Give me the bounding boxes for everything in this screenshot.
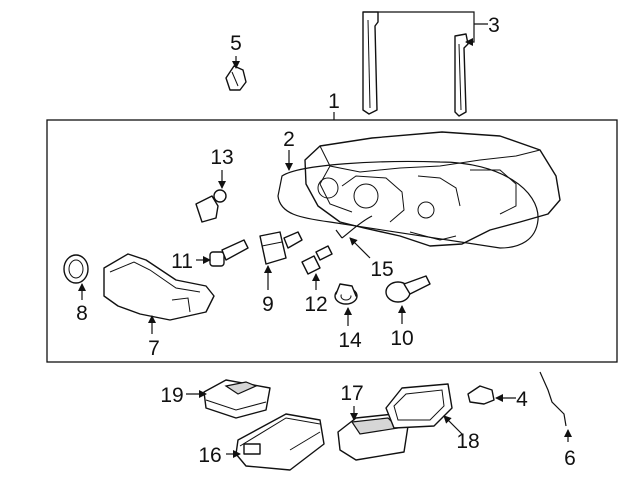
callout-5: 5 xyxy=(230,32,242,55)
lamp-cover[interactable] xyxy=(103,253,215,321)
halogen-bulb[interactable] xyxy=(385,275,431,303)
callout-2: 2 xyxy=(283,128,295,151)
callout-4: 4 xyxy=(516,388,528,411)
bulb-holder[interactable] xyxy=(195,189,227,223)
callout-17: 17 xyxy=(340,382,363,405)
wiring-harness[interactable] xyxy=(335,215,373,239)
callout-11: 11 xyxy=(171,250,193,273)
socket-14[interactable] xyxy=(334,283,358,305)
callout-14: 14 xyxy=(338,329,362,352)
bulb-11[interactable] xyxy=(209,239,249,267)
ring-clip[interactable] xyxy=(63,254,89,284)
callout-7: 7 xyxy=(148,337,160,360)
callout-15: 15 xyxy=(370,258,393,281)
callout-13: 13 xyxy=(210,146,233,169)
assembly-frame xyxy=(46,119,618,363)
ballast-module-16[interactable] xyxy=(235,413,325,471)
callout-9: 9 xyxy=(262,293,274,316)
callout-6: 6 xyxy=(564,447,576,470)
wire-6[interactable] xyxy=(539,371,567,427)
control-module-19[interactable] xyxy=(203,379,271,419)
callout-1: 1 xyxy=(328,90,340,113)
headlamp-housing[interactable] xyxy=(304,131,561,247)
callout-18: 18 xyxy=(456,430,479,453)
gasket-18[interactable] xyxy=(385,383,453,429)
clip-part[interactable] xyxy=(225,65,247,91)
leader-15 xyxy=(349,237,371,259)
igniter-unit[interactable] xyxy=(259,231,303,265)
leader-3 xyxy=(378,11,488,42)
callout-10: 10 xyxy=(390,327,413,350)
bulb-4[interactable] xyxy=(467,385,495,405)
bulb-socket-12[interactable] xyxy=(301,245,333,275)
callout-8: 8 xyxy=(76,302,88,325)
callout-3: 3 xyxy=(488,14,500,37)
mounting-brackets[interactable] xyxy=(362,11,469,117)
callout-12: 12 xyxy=(304,293,327,316)
module-17[interactable] xyxy=(337,413,409,461)
seal-gasket[interactable] xyxy=(277,160,539,249)
callout-19: 19 xyxy=(160,384,183,407)
callout-16: 16 xyxy=(198,444,221,467)
leader-18 xyxy=(443,415,463,435)
